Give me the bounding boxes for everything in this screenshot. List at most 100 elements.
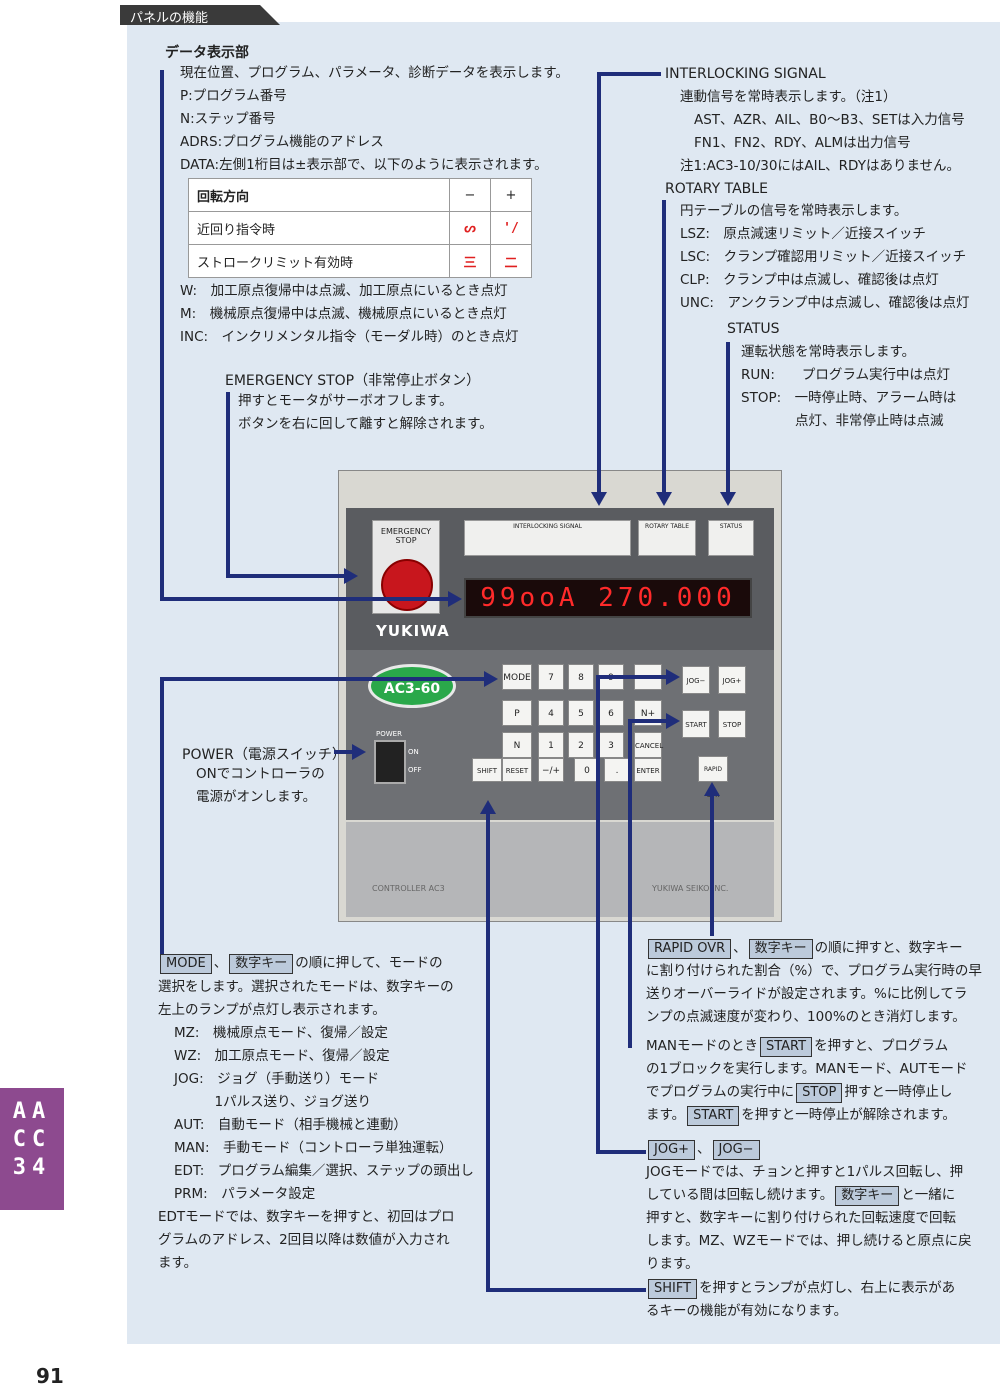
arrow-right-icon <box>666 669 680 685</box>
table-row: ストロークリミット有効時 <box>188 244 450 278</box>
sign-key[interactable]: −/+ <box>538 758 564 782</box>
data-display-leader <box>160 70 164 600</box>
jog-leader <box>596 676 600 1154</box>
interlock-lamps: INTERLOCKING SIGNAL <box>464 520 631 556</box>
data-display-leader-h <box>160 597 450 601</box>
man-leader <box>628 720 632 1048</box>
key-8[interactable]: 8 <box>568 664 594 690</box>
rotary-text: 円テーブルの信号を常時表示します。 LSZ: 原点減速リミット／近接スイッチ L… <box>680 203 970 311</box>
emergency-stop-knob[interactable] <box>381 559 433 611</box>
jog-leader-b <box>596 1150 646 1154</box>
jog-leader-h <box>596 675 668 679</box>
p-key[interactable]: P <box>502 700 532 726</box>
mode-desc: 選択をします。選択されたモードは、数字キーの 左上のランプが点灯し表示されます。… <box>158 979 474 1271</box>
jog-desc: JOG+、JOG− JOGモードでは、チョンと押すと1パルス回転し、押 している… <box>646 1140 972 1272</box>
start-key-label: START <box>759 1037 813 1057</box>
table-row: 近回り指令時 <box>188 211 450 245</box>
emergency-leader <box>226 392 230 578</box>
key-5[interactable]: 5 <box>568 700 594 726</box>
arrow-right-icon <box>344 568 358 584</box>
power-text: ONでコントローラの 電源がオンします。 <box>196 766 325 805</box>
key-2[interactable]: 2 <box>568 732 594 758</box>
rotary-lamps: ROTARY TABLE <box>638 520 696 556</box>
emergency-leader-h <box>226 574 346 578</box>
power-leader <box>334 750 354 754</box>
jog-plus-key-label: JOG+ <box>648 1140 696 1160</box>
rotary-leader <box>662 200 666 494</box>
controller-caption: CONTROLLER AC3 <box>372 884 445 893</box>
emergency-text: 押すとモータがサーボオフします。 ボタンを右に回して離すと解除されます。 <box>238 393 493 432</box>
stop-key-label: STOP <box>796 1083 843 1103</box>
mode-key-label: MODE <box>160 954 212 974</box>
numeric-key-label: 数字キー <box>748 939 813 959</box>
jog-plus-key[interactable]: JOG+ <box>718 666 746 694</box>
status-title: STATUS <box>727 321 780 337</box>
key-6[interactable]: 6 <box>598 700 624 726</box>
status-text: 運転状態を常時表示します。 RUN: プログラム実行中は点灯 STOP: 一時停… <box>741 344 957 429</box>
mode-leader <box>160 678 164 960</box>
jog-minus-key[interactable]: JOG− <box>682 666 710 694</box>
arrow-right-icon <box>666 713 680 729</box>
data-display-lamps: W: 加工原点復帰中は点滅、加工原点にいるとき点灯 M: 機械原点復帰中は点滅、… <box>180 283 519 345</box>
table-header: 回転方向 <box>188 178 450 212</box>
man-leader-h <box>628 719 668 723</box>
enter-key[interactable]: ENTER <box>634 758 662 782</box>
interlocking-text: 連動信号を常時表示します。（注1） AST、AZR、AIL、B0〜B3、SETは… <box>680 89 965 174</box>
n-key[interactable]: N <box>502 732 532 758</box>
mode-desc-first: MODE、数字キーの順に押して、モードの <box>158 952 443 975</box>
shift-key-label: SHIFT <box>648 1279 698 1299</box>
shift-leader-h <box>486 1288 646 1292</box>
power-label: POWER <box>376 730 402 738</box>
arrow-right-icon <box>448 591 462 607</box>
rapid-desc-first: RAPID OVR、数字キーの順に押すと、数字キー <box>646 937 963 960</box>
key-0[interactable]: 0 <box>574 758 600 782</box>
seven-segment-display: 99ooA 270.000 <box>464 578 752 618</box>
rapid-ovr-key[interactable]: RAPID OVR <box>698 756 728 799</box>
status-lamps: STATUS <box>708 520 754 556</box>
shift-leader <box>486 812 490 1292</box>
section-tab: パネルの機能 <box>120 5 280 25</box>
chapter-side-tab: AA CC 34 <box>0 1088 64 1210</box>
arrow-down-icon <box>720 492 736 506</box>
status-leader <box>726 342 730 494</box>
stop-key[interactable]: STOP <box>718 710 746 738</box>
model-logo: AC3-60 <box>368 664 456 708</box>
power-switch[interactable] <box>374 740 406 784</box>
controller-lower-panel <box>346 822 774 917</box>
key-3[interactable]: 3 <box>598 732 624 758</box>
brand-logo: YUKIWA <box>376 622 450 640</box>
arrow-up-icon <box>480 800 496 814</box>
key-1[interactable]: 1 <box>538 732 564 758</box>
rapid-desc: に割り付けられた割合（%）で、プログラム実行時の早 送りオーバーライドが設定され… <box>646 963 982 1025</box>
key-4[interactable]: 4 <box>538 700 564 726</box>
interlock-leader-h <box>597 72 661 76</box>
arrow-down-icon <box>591 492 607 506</box>
rotary-title: ROTARY TABLE <box>665 181 768 197</box>
manufacturer-caption: YUKIWA SEIKO INC. <box>652 884 729 893</box>
arrow-right-icon <box>484 671 498 687</box>
interlocking-title: INTERLOCKING SIGNAL <box>665 66 826 82</box>
numeric-key-label: 数字キー <box>835 1186 900 1206</box>
power-off-label: OFF <box>408 766 422 774</box>
arrow-down-icon <box>656 492 672 506</box>
numeric-key-label: 数字キー <box>229 954 294 974</box>
power-title: POWER（電源スイッチ） <box>182 747 346 763</box>
rapid-leader <box>710 794 714 936</box>
data-display-title: データ表示部 <box>165 45 249 61</box>
shift-key[interactable]: SHIFT <box>472 758 502 782</box>
key-dot[interactable]: . <box>604 758 630 782</box>
power-on-label: ON <box>408 748 419 756</box>
cancel-key[interactable]: CANCEL <box>634 732 663 758</box>
data-display-text: 現在位置、プログラム、パラメータ、診断データを表示します。 P:プログラム番号 … <box>180 65 569 173</box>
start-key[interactable]: START <box>682 710 710 738</box>
key-7[interactable]: 7 <box>538 664 564 690</box>
mode-key[interactable]: MODE <box>502 664 532 690</box>
arrow-right-icon <box>352 744 366 760</box>
mode-leader-h <box>160 677 486 681</box>
rapid-ovr-key-label: RAPID OVR <box>648 939 732 959</box>
reset-key[interactable]: RESET <box>502 758 532 782</box>
start-key-label: START <box>687 1106 740 1126</box>
